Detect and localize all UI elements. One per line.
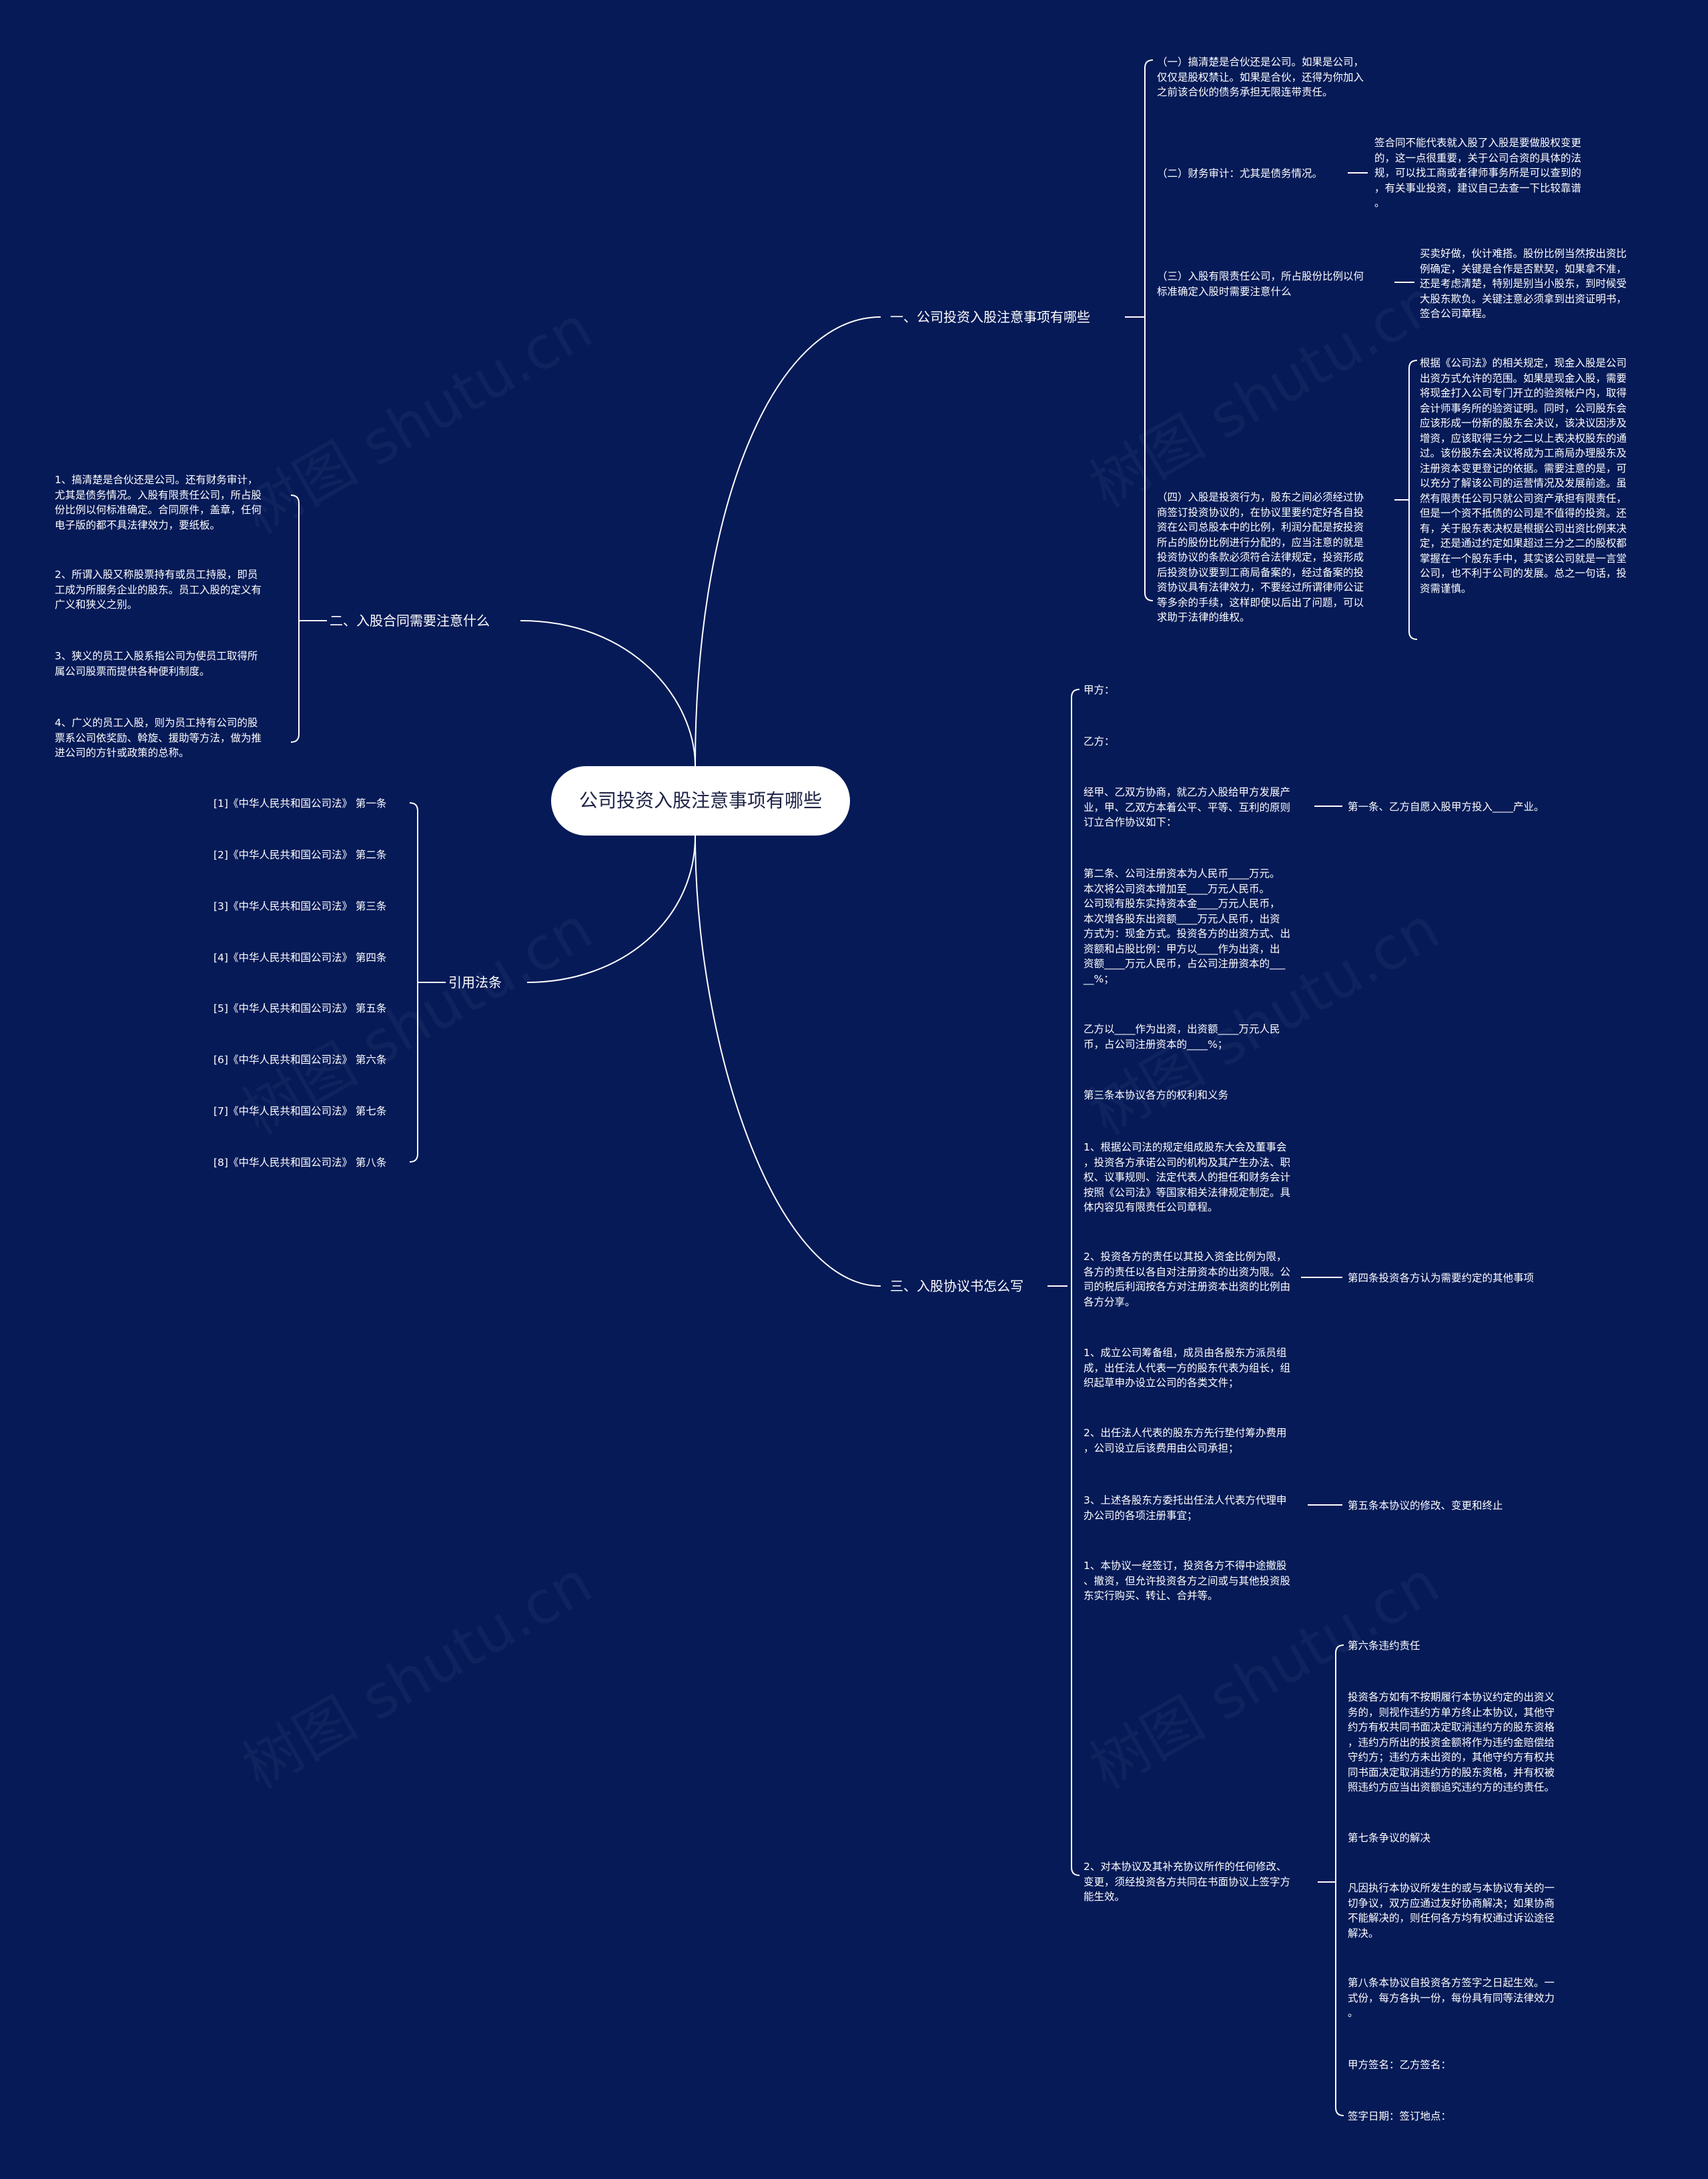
branch4-item[interactable]: 乙方以____作为出资，出资额____万元人民 币，占公司注册资本的____%； <box>1084 1023 1280 1050</box>
law-citation[interactable]: [1]《中华人民共和国公司法》 第一条 <box>214 798 387 810</box>
branch3-bracket <box>409 802 418 1163</box>
root-link <box>695 835 881 1287</box>
root-node[interactable]: 公司投资入股注意事项有哪些 <box>551 766 850 836</box>
branch1-bracket <box>1144 59 1154 601</box>
root-link <box>526 835 696 983</box>
branch4-final-item[interactable]: 甲方签名：乙方签名： <box>1348 2059 1452 2071</box>
law-citation[interactable]: [3]《中华人民共和国公司法》 第三条 <box>214 900 387 912</box>
branch1-note[interactable]: 根据《公司法》的相关规定，现金入股是公司 出资方式允许的范围。如果是现金入股，需… <box>1420 357 1627 595</box>
branch4-bracket <box>1071 689 1080 1876</box>
branch4-final-item[interactable]: 第八条本协议自投资各方签字之日起生效。一 式份，每方各执一份，每份具有同等法律效… <box>1348 1977 1555 2019</box>
branch4-item[interactable]: 2、投资各方的责任以其投入资金比例为限， 各方的责任以各自对注册资本的出资为限。… <box>1084 1251 1291 1308</box>
branch-title[interactable]: 引用法条 <box>448 974 502 990</box>
branch4-note[interactable]: 第一条、乙方自愿入股甲方投入____产业。 <box>1348 801 1545 813</box>
branch4-item[interactable]: 甲方： <box>1084 684 1115 696</box>
branch-title[interactable]: 一、公司投资入股注意事项有哪些 <box>890 309 1090 325</box>
branch1-note-bracket <box>1408 360 1418 640</box>
law-citation[interactable]: [4]《中华人民共和国公司法》 第四条 <box>214 952 387 964</box>
branch4-final-item[interactable]: 凡因执行本协议所发生的或与本协议有关的一 切争议，双方应通过友好协商解决；如果协… <box>1348 1882 1555 1939</box>
branch4-item[interactable]: 第二条、公司注册资本为人民币____万元。 本次将公司资本增加至____万元人民… <box>1084 868 1291 985</box>
branch1-item[interactable]: （一）搞清楚是合伙还是公司。如果是公司， 仅仅是股权禁让。如果是合伙，还得为你加… <box>1157 56 1364 98</box>
law-citation[interactable]: [8]《中华人民共和国公司法》 第八条 <box>214 1157 387 1169</box>
branch4-item[interactable]: 2、出任法人代表的股东方先行垫付筹办费用 ，公司设立后该费用由公司承担； <box>1084 1427 1287 1454</box>
branch1-item[interactable]: （四）入股是投资行为，股东之间必须经过协 商签订投资协议的，在协议里要约定好各自… <box>1157 491 1364 623</box>
branch-title[interactable]: 三、入股协议书怎么写 <box>890 1278 1023 1294</box>
branch1-item[interactable]: （三）入股有限责任公司，所占股份比例以何 标准确定入股时需要注意什么 <box>1157 270 1364 298</box>
branch1-note[interactable]: 买卖好做，伙计难搭。股份比例当然按出资比 例确定，关键是合作是否默契，如果拿不准… <box>1420 248 1627 320</box>
branch4-item[interactable]: 经甲、乙双方协商，就乙方入股给甲方发展产 业，甲、乙双方本着公平、平等、互利的原… <box>1084 786 1291 828</box>
branch4-final-bracket <box>1335 1644 1344 2116</box>
branch4-item[interactable]: 1、根据公司法的规定组成股东大会及董事会 ，投资各方承诺公司的机构及其产生办法、… <box>1084 1141 1291 1213</box>
branch4-final-item[interactable]: 签字日期：签订地点： <box>1348 2110 1452 2122</box>
branch4-final-item[interactable]: 第六条违约责任 <box>1348 1640 1420 1652</box>
branch4-note[interactable]: 第五条本协议的修改、变更和终止 <box>1348 1500 1503 1512</box>
law-citation[interactable]: [2]《中华人民共和国公司法》 第二条 <box>214 849 387 861</box>
branch4-item[interactable]: 第三条本协议各方的权利和义务 <box>1084 1089 1229 1101</box>
branch2-item[interactable]: 2、所谓入股又称股票持有或员工持股，即员 工成为所服务企业的股东。员工入股的定义… <box>55 569 262 611</box>
law-citation[interactable]: [7]《中华人民共和国公司法》 第七条 <box>214 1105 387 1117</box>
branch4-note[interactable]: 第四条投资各方认为需要约定的其他事项 <box>1348 1272 1535 1284</box>
branch1-note[interactable]: 签合同不能代表就入股了入股是要做股权变更 的，这一点很重要，关于公司合资的具体的… <box>1374 137 1582 209</box>
branch2-item[interactable]: 3、狭义的员工入股系指公司为使员工取得所 属公司股票而提供各种便利制度。 <box>55 650 258 677</box>
law-citation[interactable]: [6]《中华人民共和国公司法》 第六条 <box>214 1054 387 1066</box>
branch4-item[interactable]: 2、对本协议及其补充协议所作的任何修改、 变更，须经投资各方共同在书面协议上签字… <box>1084 1861 1291 1903</box>
branch1-item[interactable]: （二）财务审计：尤其是债务情况。 <box>1157 168 1323 180</box>
branch4-item[interactable]: 3、上述各股东方委托出任法人代表方代理申 办公司的各项注册事宜； <box>1084 1494 1287 1522</box>
root-link <box>520 620 696 767</box>
branch4-final-item[interactable]: 第七条争议的解决 <box>1348 1832 1431 1844</box>
branch4-item[interactable]: 乙方： <box>1084 735 1115 747</box>
branch2-item[interactable]: 4、广义的员工入股，则为员工持有公司的股 票系公司依奖励、斡旋、援助等方法，做为… <box>55 717 262 759</box>
law-citation[interactable]: [5]《中华人民共和国公司法》 第五条 <box>214 1002 387 1014</box>
branch4-item[interactable]: 1、本协议一经签订，投资各方不得中途撤股 、撤资，但允许投资各方之间或与其他投资… <box>1084 1560 1291 1602</box>
root-link <box>695 316 881 767</box>
branch4-final-item[interactable]: 投资各方如有不按期履行本协议约定的出资义 务的，则视作违约方单方终止本协议，其他… <box>1348 1691 1555 1793</box>
branch2-bracket <box>290 495 300 743</box>
branch2-item[interactable]: 1、搞清楚是合伙还是公司。还有财务审计， 尤其是债务情况。入股有限责任公司，所占… <box>55 474 262 531</box>
branch4-item[interactable]: 1、成立公司筹备组，成员由各股东方派员组 成，出任法人代表一方的股东代表为组长，… <box>1084 1347 1291 1389</box>
branch-title[interactable]: 二、入股合同需要注意什么 <box>330 613 490 629</box>
